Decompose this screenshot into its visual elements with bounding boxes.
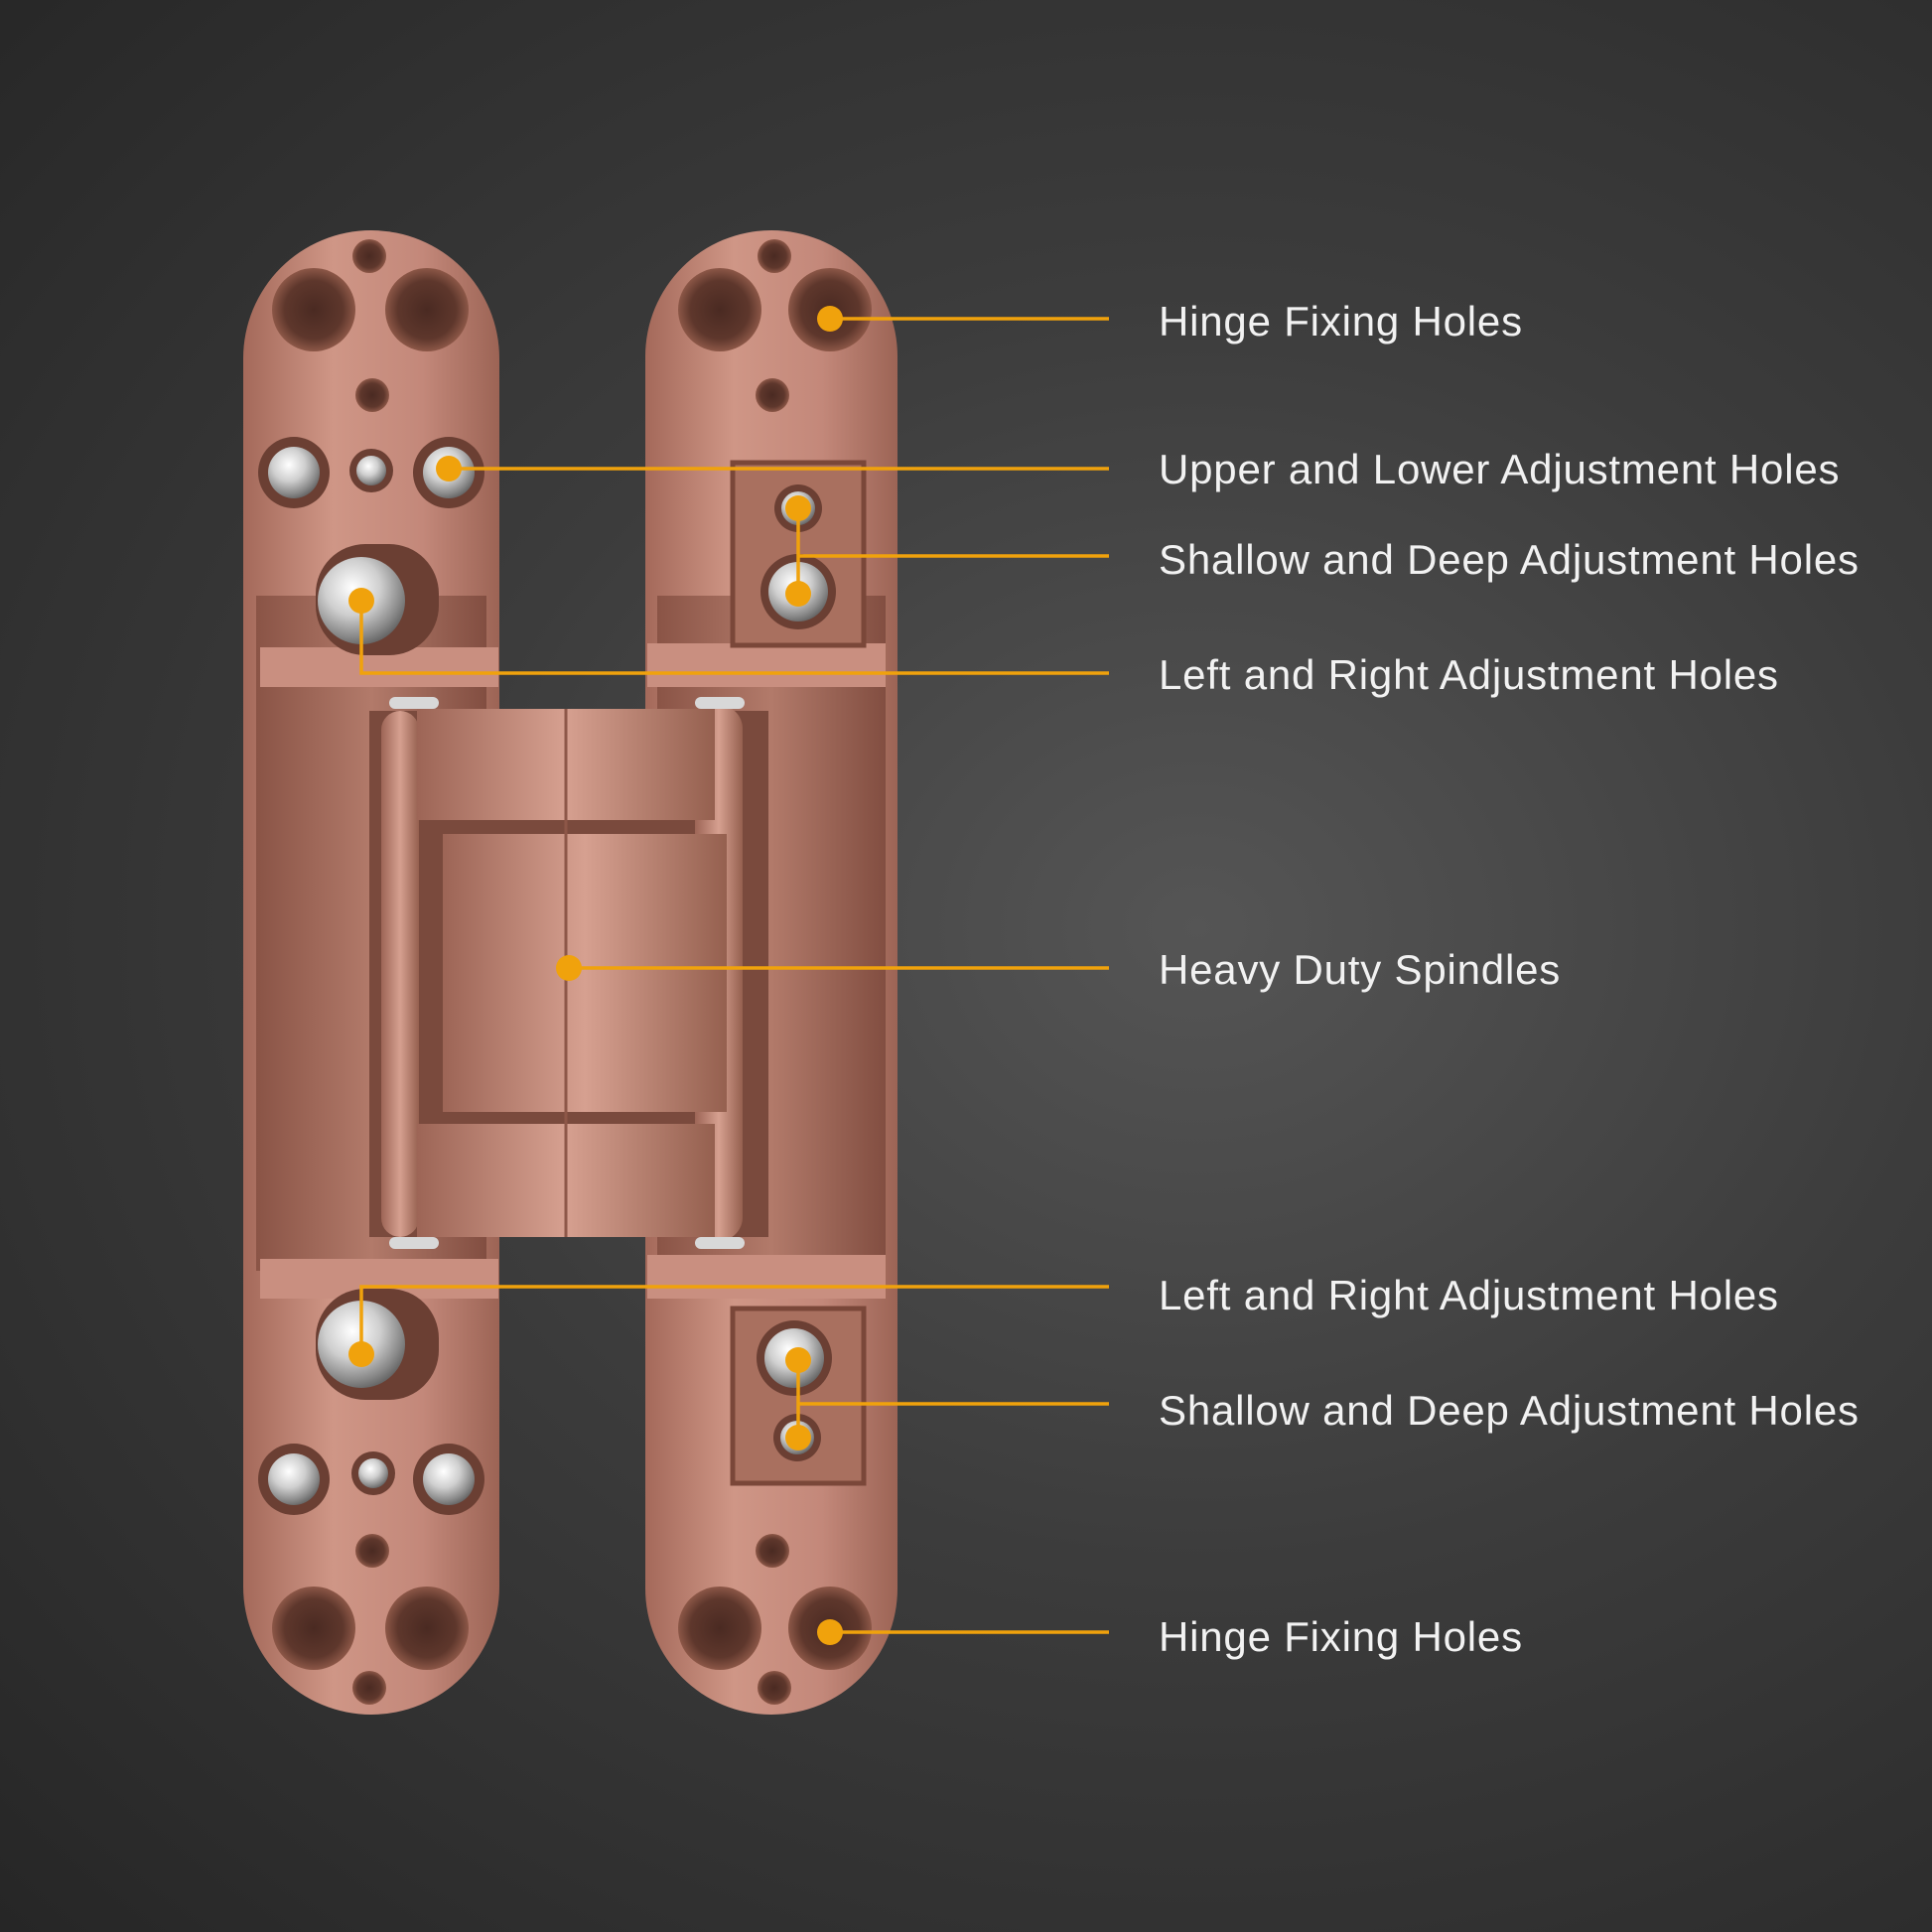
callout-dot — [785, 1425, 811, 1450]
callout-dot — [348, 1341, 374, 1367]
callout-label: Left and Right Adjustment Holes — [1159, 1272, 1779, 1318]
leader-line — [359, 601, 1109, 675]
adjustment-screw — [268, 447, 320, 498]
callout-label: Shallow and Deep Adjustment Holes — [1159, 1387, 1860, 1434]
fixing-hole — [385, 268, 469, 351]
callout-label: Upper and Lower Adjustment Holes — [1159, 446, 1841, 492]
fixing-hole — [678, 268, 761, 351]
callout-dot — [556, 955, 582, 981]
callout-dot — [785, 495, 811, 521]
callout-dot — [817, 306, 843, 332]
callout-dot — [348, 588, 374, 614]
callout-label: Heavy Duty Spindles — [1159, 946, 1562, 993]
callout-dot — [785, 1347, 811, 1373]
callout-dot — [436, 456, 462, 482]
callout-lines — [348, 306, 1109, 1645]
callout-label: Hinge Fixing Holes — [1159, 1613, 1523, 1660]
fixing-hole — [272, 1587, 355, 1670]
callout-label: Left and Right Adjustment Holes — [1159, 651, 1779, 698]
callout-label: Hinge Fixing Holes — [1159, 298, 1523, 345]
fixing-hole — [385, 1587, 469, 1670]
leader-line — [359, 1285, 1109, 1354]
callout-label: Shallow and Deep Adjustment Holes — [1159, 536, 1860, 583]
callout-dot — [785, 581, 811, 607]
callout-dot — [817, 1619, 843, 1645]
fixing-hole — [272, 268, 355, 351]
fixing-hole — [678, 1587, 761, 1670]
